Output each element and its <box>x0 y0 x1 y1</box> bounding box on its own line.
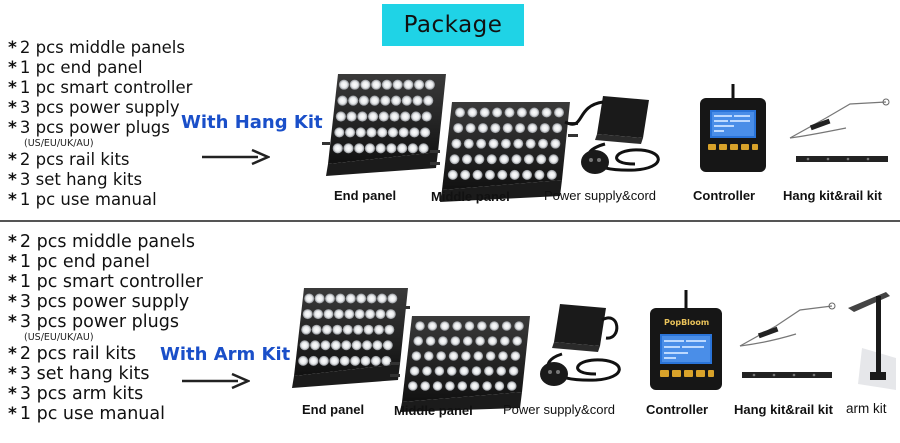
controller-image <box>700 84 766 172</box>
hang-rail-kit-image <box>739 302 836 378</box>
list-item: *1 pc end panel <box>8 58 143 78</box>
arm-kit-image <box>848 292 896 390</box>
list-item: *3 pcs power supply <box>8 98 180 118</box>
section-divider <box>0 220 900 222</box>
list-item: *1 pc end panel <box>8 252 150 272</box>
bottom-contents-list: *2 pcs middle panels *1 pc end panel *1 … <box>8 232 203 424</box>
brand-logo: PopBloom <box>664 318 710 327</box>
middle-panel-image <box>430 102 578 202</box>
package-title-box: Package <box>382 4 524 46</box>
top-contents-list: *2 pcs middle panels *1 pc end panel *1 … <box>8 38 192 210</box>
plug-note: (US/EU/UK/AU) <box>24 332 94 343</box>
list-item: *3 set hang kits <box>8 364 150 384</box>
list-item: *1 pc use manual <box>8 404 165 424</box>
hang-rail-kit-image <box>789 98 890 162</box>
list-item: *3 pcs arm kits <box>8 384 144 404</box>
middle-panel-image <box>390 316 530 412</box>
list-item: *1 pc use manual <box>8 190 157 210</box>
end-panel-image <box>292 288 410 388</box>
arrow-right-icon <box>182 372 250 390</box>
package-title: Package <box>403 12 503 38</box>
caption-power-supply: Power supply&cord <box>503 402 615 417</box>
list-item: *1 pc smart controller <box>8 272 203 292</box>
caption-end-panel: End panel <box>334 188 397 203</box>
list-item: *3 pcs power supply <box>8 292 190 312</box>
end-panel-image <box>322 74 446 176</box>
list-item: *1 pc smart controller <box>8 78 193 98</box>
plug-note: (US/EU/UK/AU) <box>24 138 94 149</box>
caption-hang-rail-kit: Hang kit&rail kit <box>783 188 882 203</box>
caption-controller: Controller <box>646 402 709 417</box>
list-item: *3 pcs power plugs <box>8 118 170 138</box>
list-item: *2 pcs middle panels <box>8 38 185 58</box>
list-item: *3 set hang kits <box>8 170 143 190</box>
list-item: *2 pcs middle panels <box>8 232 195 252</box>
power-supply-image <box>564 96 660 174</box>
power-supply-image <box>540 304 621 386</box>
caption-arm-kit: arm kit <box>846 401 887 416</box>
caption-power-supply: Power supply&cord <box>544 188 656 203</box>
arm-kit-label: With Arm Kit <box>160 344 291 365</box>
hang-kit-label: With Hang Kit <box>181 112 323 133</box>
controller-image <box>650 290 722 390</box>
list-item: *3 pcs power plugs <box>8 312 179 332</box>
caption-middle-panel: Middle panel <box>431 189 510 204</box>
list-item: *2 pcs rail kits <box>8 150 130 170</box>
arrow-right-icon <box>202 148 270 166</box>
caption-middle-panel: Middle panel <box>394 403 473 418</box>
caption-hang-rail-kit: Hang kit&rail kit <box>734 402 833 417</box>
caption-end-panel: End panel <box>302 402 365 417</box>
caption-controller: Controller <box>693 188 756 203</box>
list-item: *2 pcs rail kits <box>8 344 137 364</box>
